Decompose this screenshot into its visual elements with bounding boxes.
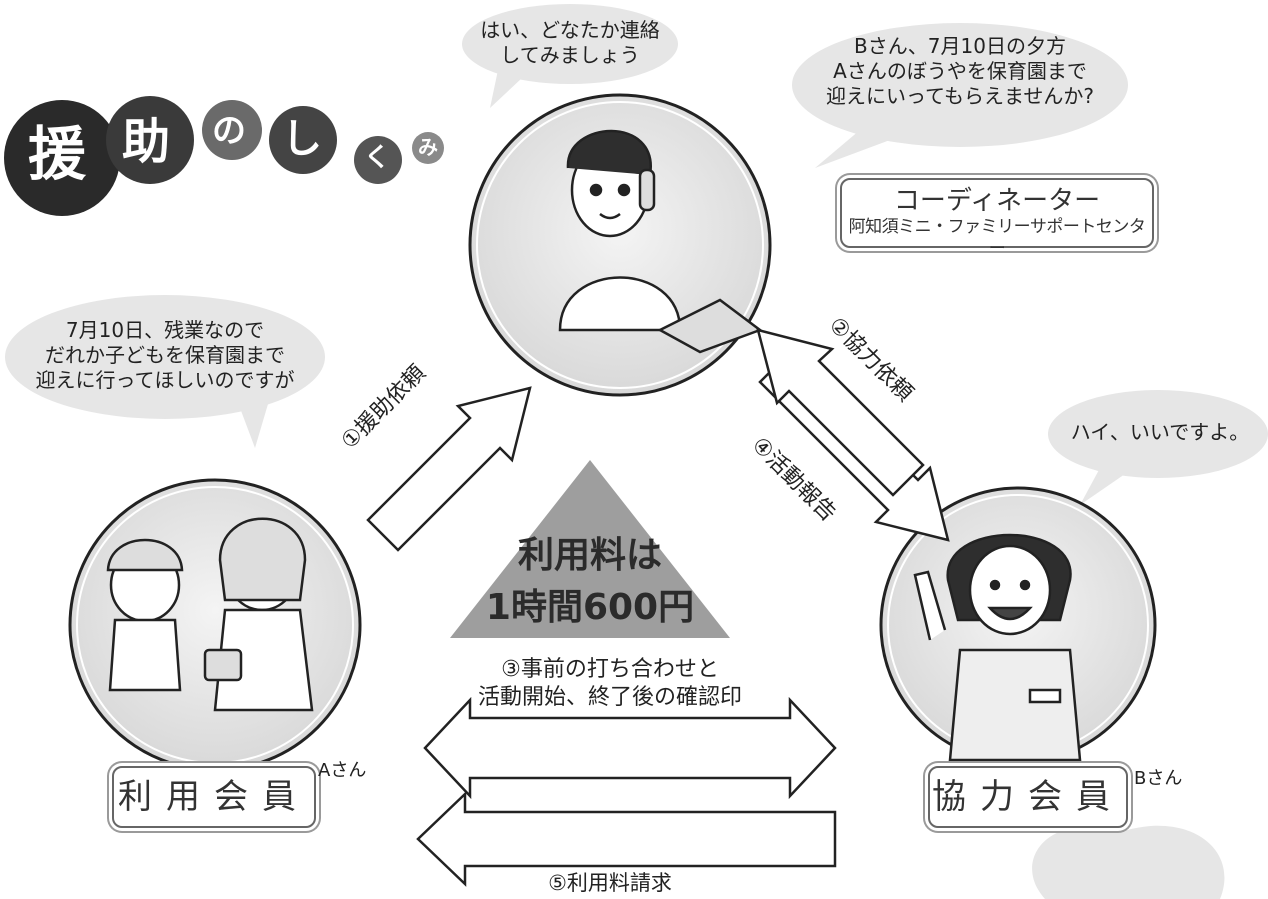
mother-and-child-running-icon xyxy=(106,517,314,712)
speech-bubbles xyxy=(5,4,1268,899)
title-blob-3 xyxy=(202,100,262,160)
title-char-3: の xyxy=(212,111,246,151)
title-blob-5 xyxy=(354,136,402,184)
arrow-1-request xyxy=(366,386,532,552)
title-blob-4 xyxy=(269,106,337,174)
title-char-4: し xyxy=(282,116,322,162)
title-blob-6 xyxy=(412,132,444,164)
title-char-1: 援 xyxy=(28,120,87,188)
user-member-name: Aさん xyxy=(318,760,367,781)
title-char-5: く xyxy=(364,143,391,173)
title-char-2: 助 xyxy=(122,114,171,170)
support-member-name: Bさん xyxy=(1134,768,1183,789)
flow-arrows xyxy=(366,328,950,887)
fee-line-2: 1時間600円 xyxy=(485,587,695,628)
arrow-5-fee-billing xyxy=(416,791,837,887)
title-blob-2 xyxy=(106,96,194,184)
bubble-coordinator-reply xyxy=(462,4,678,84)
step-5-label: ⑤利用料請求 xyxy=(548,871,672,895)
coordinator-sublabel: 阿知須ミニ・ファミリーサポートセンター xyxy=(848,217,1146,259)
support-member-label: 協力会員 xyxy=(928,766,1128,828)
coordinator-request-speech: Bさん、7月10日の夕方 Aさんのぼうやを保育園まで 迎えにいってもらえませんか… xyxy=(825,34,1094,108)
bubble-coordinator-request xyxy=(792,23,1128,147)
title-blob-1 xyxy=(4,100,120,216)
bubble-user-member xyxy=(5,295,325,419)
helper-pointing-icon xyxy=(913,533,1082,762)
support-member-speech: ハイ、いいですよ。 xyxy=(1070,420,1250,444)
coordinator-label: コーディネーター xyxy=(893,186,1101,216)
title-decoration xyxy=(4,96,444,216)
heart-decoration xyxy=(1032,825,1225,899)
user-member-label: 利用会員 xyxy=(112,766,316,828)
coordinator-reply-speech: はい、どなたか連絡 してみましょう xyxy=(480,18,660,67)
user-member-speech: 7月10日、残業なので だれか子どもを保育園まで 迎えに行ってほしいのですが xyxy=(35,318,295,392)
title-char-6: み xyxy=(418,135,438,159)
fee-triangle xyxy=(450,460,730,638)
coordinator-on-phone-icon xyxy=(558,129,763,354)
bubble-support-member xyxy=(1048,390,1268,478)
coordinator-label-box: コーディネーター 阿知須ミニ・ファミリーサポートセンター xyxy=(840,178,1154,259)
fee-text: 利用料は 1時間600円 xyxy=(460,530,720,634)
arrow-4-report xyxy=(756,328,925,497)
arrow-3-both-ways xyxy=(423,696,837,800)
fee-line-1: 利用料は xyxy=(517,535,662,576)
step-3-label: ③事前の打ち合わせと 活動開始、終了後の確認印 xyxy=(477,657,742,710)
